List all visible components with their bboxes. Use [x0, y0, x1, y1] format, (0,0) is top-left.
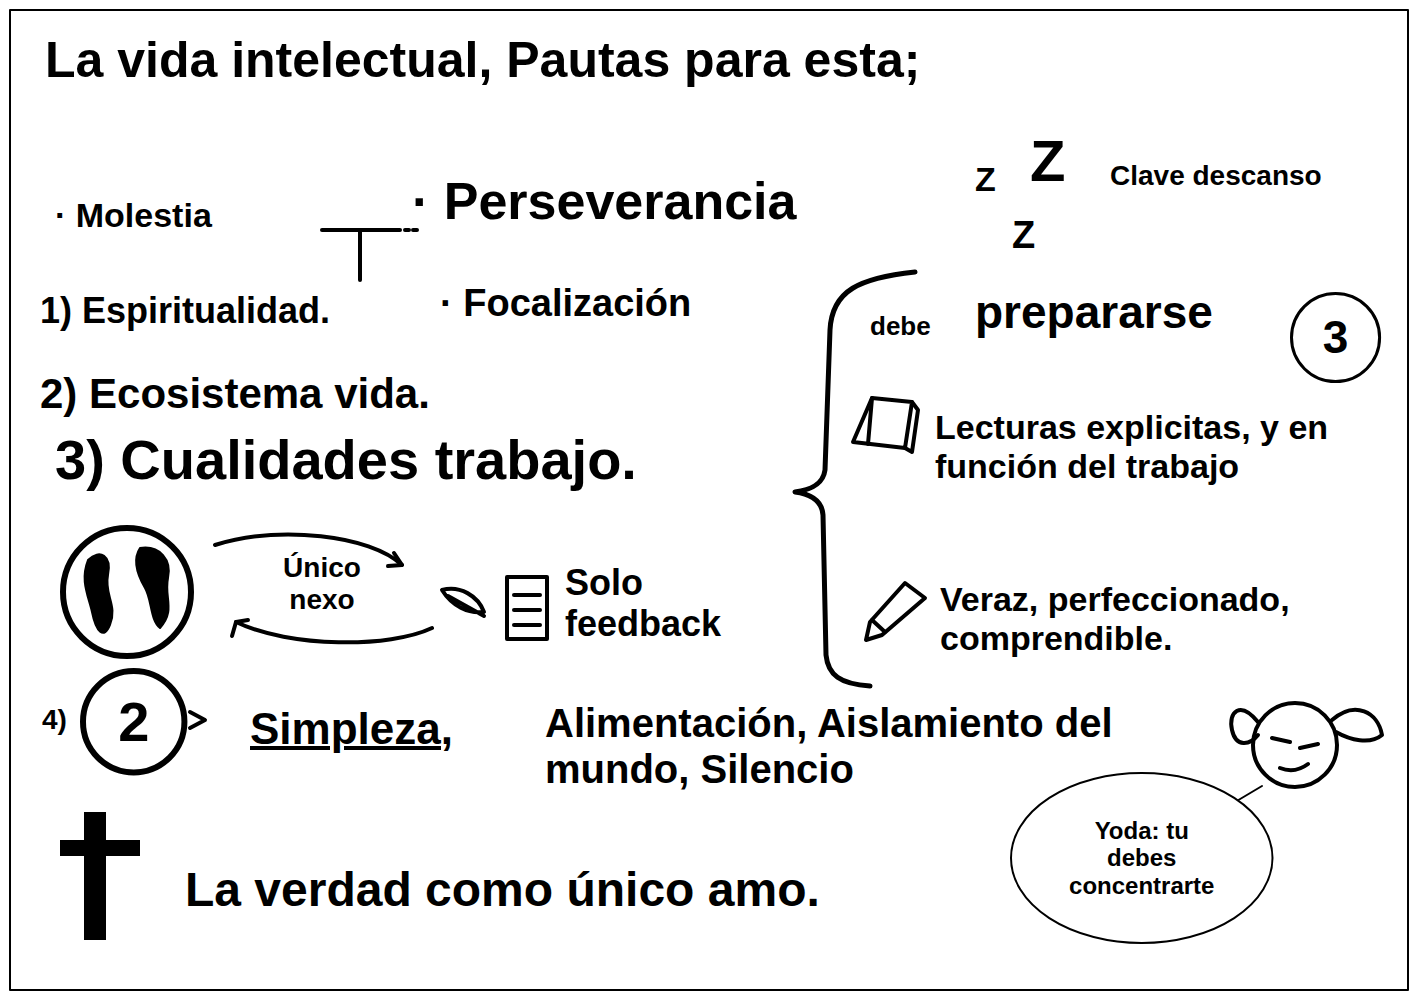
- note-text: debe: [870, 312, 931, 342]
- title: La vida intelectual, Pautas para esta;: [45, 32, 920, 90]
- note-text: Solo feedback: [565, 562, 785, 645]
- callout-number: 3: [1323, 311, 1349, 364]
- note-text: Veraz, perfeccionado, comprendible.: [940, 580, 1385, 658]
- curved-arrow: [236, 622, 432, 642]
- note-text: · Molestia: [55, 196, 212, 235]
- note-text: Simpleza,: [250, 704, 453, 755]
- callout-number: 2: [118, 690, 149, 754]
- note-text: 2) Ecosistema vida.: [40, 370, 430, 418]
- speech-bubble: Yoda: tu debes concentrarte: [1010, 772, 1274, 944]
- note-text: prepararse: [975, 286, 1213, 339]
- note-text: Clave descanso: [1110, 160, 1322, 192]
- outline-shape: [1291, 293, 1379, 381]
- book-icon: [853, 398, 918, 452]
- note-text: La verdad como único amo.: [185, 862, 820, 917]
- t-connector: [322, 230, 420, 280]
- arrow-head: [388, 553, 402, 566]
- speech-text: Yoda: tu debes concentrarte: [1059, 817, 1224, 900]
- note-text: Z: [1012, 214, 1035, 258]
- globe-icon: [63, 528, 191, 656]
- note-text: Z: [975, 160, 996, 199]
- outline-shape: [83, 671, 184, 772]
- page-frame: [10, 10, 1408, 990]
- girl-face: [1231, 703, 1382, 787]
- number-circle: 2: [80, 668, 187, 775]
- note-text: 4): [42, 704, 67, 736]
- note-text: 3) Cualidades trabajo.: [55, 428, 637, 492]
- arrow-head: [232, 620, 248, 636]
- number-circle: 3: [1290, 292, 1381, 383]
- cross-icon: [60, 812, 140, 940]
- note-text: 1) Espiritualidad.: [40, 290, 330, 331]
- note-text: · Focalización: [440, 282, 691, 326]
- note-text: Único nexo: [252, 552, 392, 616]
- pencil-icon: [866, 583, 925, 640]
- arrow-mark: [190, 712, 205, 728]
- note-text: Lecturas explicitas, y en función del tr…: [935, 408, 1380, 486]
- outline-shape: [1011, 773, 1273, 943]
- note-text: Z: [1030, 128, 1065, 195]
- note-text: · Perseverancia: [412, 172, 797, 232]
- feather-icon: [442, 589, 484, 616]
- paper-icon: [507, 577, 547, 639]
